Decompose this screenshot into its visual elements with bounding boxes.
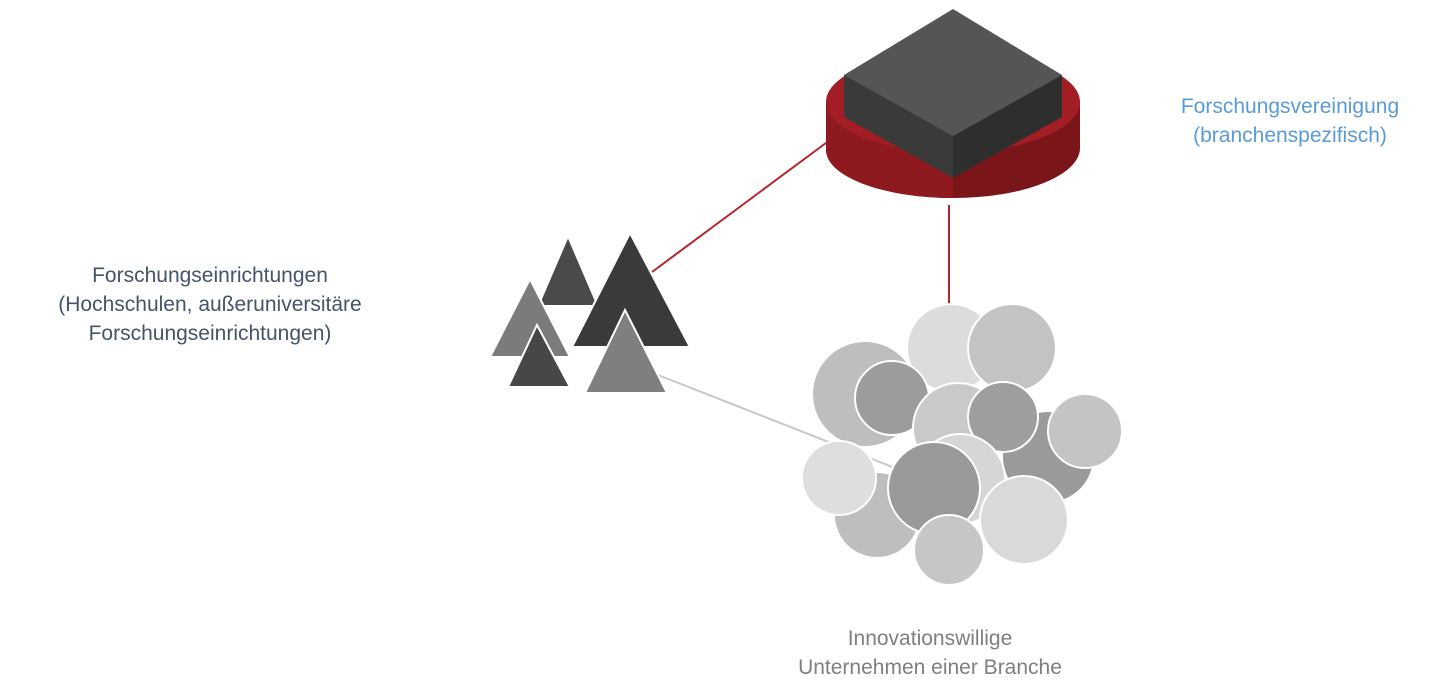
companies-label: Innovationswillige Unternehmen einer Bra… [770, 624, 1090, 682]
association-label-line1: Forschungsvereinigung [1180, 95, 1400, 118]
companies-circles-icon [801, 303, 1123, 586]
research-label-line1: Forschungseinrichtungen [92, 264, 328, 287]
association-label-line2: (branchenspezifisch) [1193, 124, 1387, 147]
association-block-icon [826, 9, 1080, 198]
research-label-line2: (Hochschulen, außeruniversitäre [58, 293, 362, 316]
association-label: Forschungsvereinigung (branchenspezifisc… [1140, 92, 1440, 150]
research-triangles-icon [488, 230, 692, 394]
companies-label-line2: Unternehmen einer Branche [798, 656, 1062, 679]
research-label: Forschungseinrichtungen (Hochschulen, au… [0, 261, 420, 348]
research-label-line3: Forschungseinrichtungen) [88, 322, 332, 345]
companies-label-line1: Innovationswillige [847, 627, 1013, 650]
link-association-research [651, 139, 831, 273]
